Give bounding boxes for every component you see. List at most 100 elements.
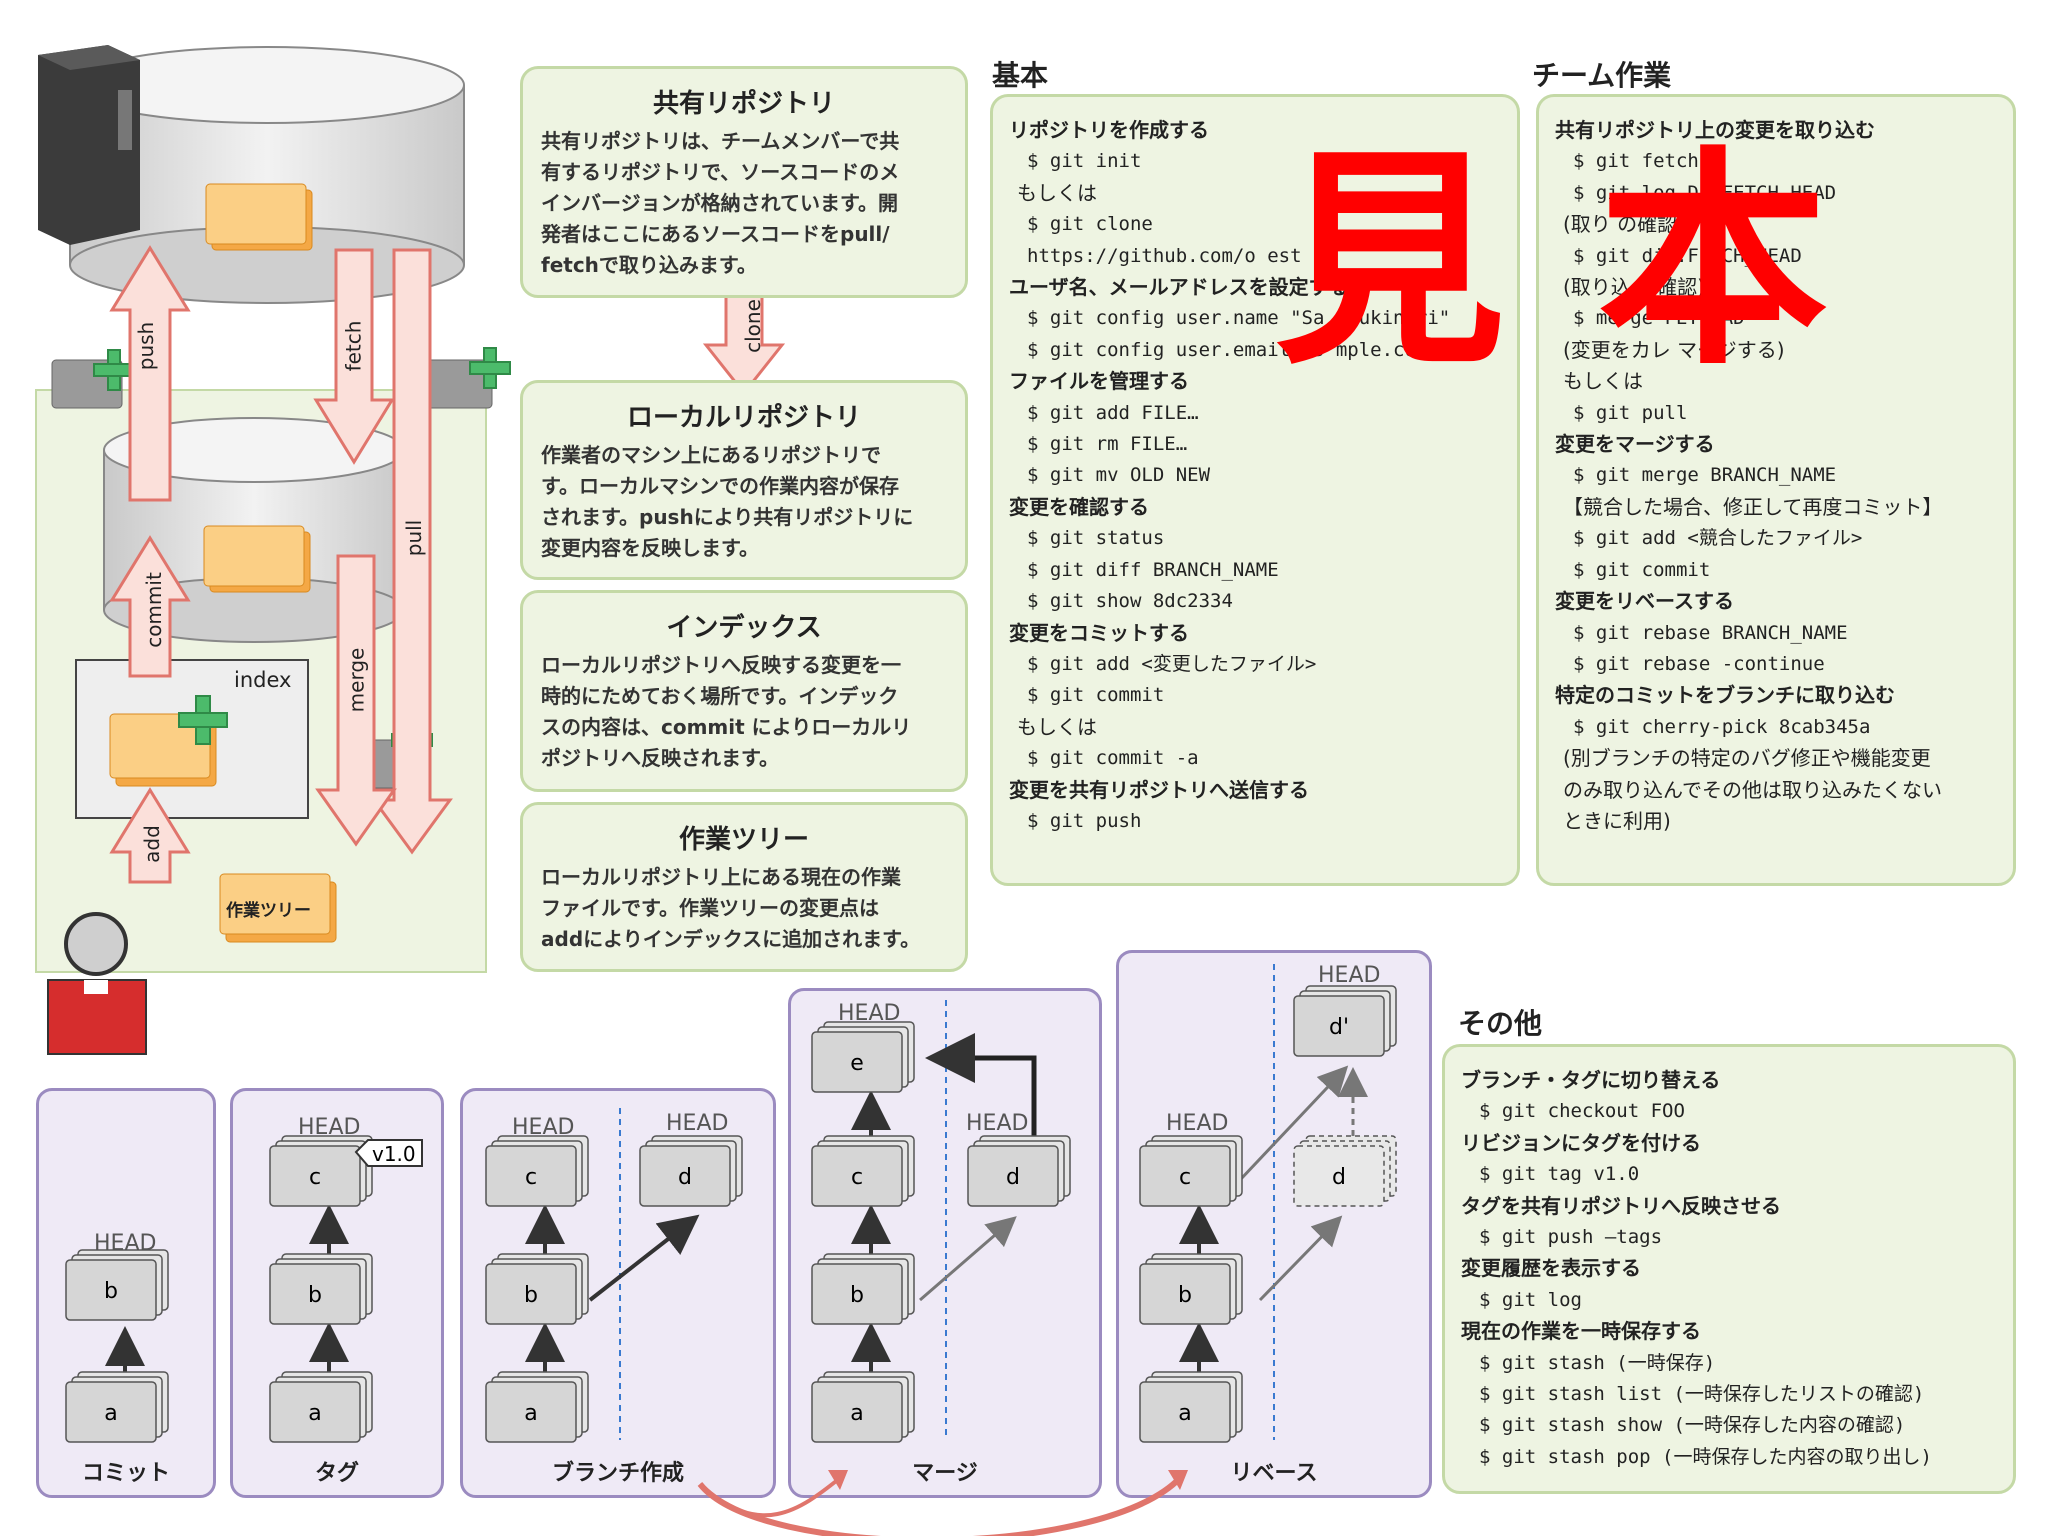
command-line: $ git stash list (一時保存したリストの確認) bbox=[1479, 1383, 1925, 1406]
command-line: $ git stash (一時保存) bbox=[1479, 1351, 1716, 1374]
commit-arrow bbox=[109, 535, 191, 678]
plus-icon bbox=[93, 349, 135, 391]
command-heading: 変更を確認する bbox=[1009, 494, 1149, 519]
command-line: $ git push —tags bbox=[1479, 1226, 1663, 1249]
command-heading: 変更を共有リポジトリへ送信する bbox=[1009, 777, 1309, 802]
command-line: $ git diff BRANCH_NAME bbox=[1027, 558, 1279, 581]
concept-title: 作業ツリー bbox=[678, 825, 809, 855]
concept-title: ローカルリポジトリ bbox=[626, 403, 861, 433]
command-line: $ git push bbox=[1027, 809, 1142, 832]
fetch-arrow bbox=[313, 248, 395, 465]
push-label: push bbox=[134, 321, 159, 371]
rebase-panel: リベース bbox=[1116, 950, 1432, 1498]
plus-icon bbox=[178, 695, 228, 745]
command-heading: 変更をマージする bbox=[1555, 432, 1715, 457]
concept-line: されます。pushにより共有リポジトリに bbox=[541, 505, 914, 529]
command-note: もしくは bbox=[1017, 180, 1097, 205]
command-line: $ git checkout FOO bbox=[1479, 1100, 1685, 1123]
commit-panel-label: コミット bbox=[81, 1461, 170, 1486]
command-line: $ git log bbox=[1479, 1288, 1582, 1311]
local-repository-box: ローカルリポジトリ 作業者のマシン上にあるリポジトリで す。ローカルマシンでの作… bbox=[520, 380, 968, 580]
push-arrow bbox=[109, 245, 191, 502]
command-heading: リビジョンにタグを付ける bbox=[1461, 1130, 1701, 1155]
command-note: (取り の確認) bbox=[1563, 212, 1685, 237]
command-line: $ git add FILE… bbox=[1027, 401, 1199, 424]
command-heading: ファイルを管理する bbox=[1009, 369, 1189, 394]
watermark-right: 本 bbox=[1598, 129, 1829, 396]
command-line: $ git show 8dc2334 bbox=[1027, 590, 1233, 613]
concept-line: 時的にためておく場所です。インデック bbox=[541, 684, 899, 708]
command-line: $ git add <競合したファイル> bbox=[1573, 527, 1863, 550]
command-note: のみ取り込んでその他は取り込みたくない bbox=[1563, 777, 1942, 802]
other-heading: その他 bbox=[1458, 1007, 1543, 1040]
commit-label: commit bbox=[141, 572, 166, 648]
command-heading: 変更をリベースする bbox=[1555, 589, 1734, 614]
git-workflow-diagram bbox=[35, 45, 511, 1055]
concept-line: fetchで取り込みます。 bbox=[541, 253, 757, 277]
folder-icon bbox=[219, 873, 337, 943]
command-line: $ git status bbox=[1027, 527, 1165, 550]
index-label: index bbox=[234, 668, 292, 692]
server-icon bbox=[38, 45, 140, 245]
command-line: $ git cherry-pick 8cab345a bbox=[1573, 715, 1871, 738]
command-heading: 変更履歴を表示する bbox=[1461, 1256, 1641, 1281]
team-commands-panel: 共有リポジトリ上の変更を取り込む $ git fetch $ git log D..… bbox=[1536, 94, 2016, 886]
concept-line: 変更内容を反映します。 bbox=[541, 536, 759, 560]
command-heading: ブランチ・タグに切り替える bbox=[1461, 1068, 1721, 1092]
command-heading: 特定のコミットをブランチに取り込む bbox=[1555, 683, 1895, 708]
index-box-text: インデックス ローカルリポジトリへ反映する変更を一 時的にためておく場所です。イ… bbox=[520, 590, 968, 792]
command-heading: 共有リポジトリ上の変更を取り込む bbox=[1555, 118, 1875, 142]
command-line: $ git di .FETCH_HEAD bbox=[1573, 244, 1802, 267]
branch-panel-label: ブランチ作成 bbox=[551, 1461, 684, 1486]
command-line: $ git mv OLD NEW bbox=[1027, 464, 1211, 487]
command-line: $ git clone bbox=[1027, 213, 1153, 236]
command-line: $ git stash pop (一時保存した内容の取り出し) bbox=[1479, 1445, 1932, 1468]
command-heading: タグを共有リポジトリへ反映させる bbox=[1461, 1193, 1781, 1218]
plus-icon bbox=[469, 347, 511, 389]
command-heading: 変更をコミットする bbox=[1009, 620, 1189, 645]
command-line: $ git rebase BRANCH_NAME bbox=[1573, 621, 1848, 644]
pull-arrow bbox=[371, 248, 453, 855]
branch-panel: ブランチ作成 bbox=[460, 1088, 776, 1498]
worktree-label: 作業ツリー bbox=[226, 901, 311, 921]
command-line: $ git add <変更したファイル> bbox=[1027, 652, 1317, 675]
concept-line: 有するリポジトリで、ソースコードのメ bbox=[541, 160, 900, 184]
merge-panel-label: マージ bbox=[912, 1461, 978, 1486]
command-note: (別ブランチの特定のバグ修正や機能変更 bbox=[1563, 746, 1931, 771]
clone-label: clone bbox=[740, 299, 765, 353]
command-line: $ git rebase -continue bbox=[1573, 652, 1825, 675]
command-note: 【競合した場合、修正して再度コミット】 bbox=[1563, 494, 1943, 519]
basic-heading: 基本 bbox=[992, 59, 1049, 92]
pull-label: pull bbox=[402, 519, 427, 557]
command-line: $ git tag v1.0 bbox=[1479, 1163, 1640, 1186]
command-note: (変更をカレ マージする) bbox=[1563, 337, 1785, 362]
command-line: $ git fetch bbox=[1573, 150, 1699, 173]
command-line: $ git config user.email "s mple.com" bbox=[1027, 338, 1439, 361]
concept-title: 共有リポジトリ bbox=[652, 89, 835, 119]
command-line: $ git pull bbox=[1573, 401, 1688, 424]
command-note: もしくは bbox=[1017, 714, 1097, 739]
command-line: $ git rm FILE… bbox=[1027, 433, 1188, 456]
concept-line: ファイルです。作業ツリーの変更点は bbox=[541, 896, 879, 920]
command-line: $ git merge BRANCH_NAME bbox=[1573, 464, 1837, 487]
fetch-label: fetch bbox=[341, 320, 366, 372]
command-heading: ユーザ名、メールアドレスを設定する bbox=[1009, 275, 1349, 300]
concept-line: スの内容は、commit によりローカルリ bbox=[541, 715, 912, 739]
concept-line: ローカルリポジトリへ反映する変更を一 bbox=[541, 653, 901, 677]
concept-line: す。ローカルマシンでの作業内容が保存 bbox=[541, 474, 899, 498]
concept-line: ポジトリへ反映されます。 bbox=[541, 746, 779, 770]
command-line: $ git config user.name "Sa a ukinori" bbox=[1027, 307, 1451, 330]
tag-panel: タグ bbox=[230, 1088, 444, 1498]
other-commands-panel: ブランチ・タグに切り替える $ git checkout FOO リビジョンにタグを… bbox=[1442, 1044, 2016, 1494]
add-arrow bbox=[109, 787, 191, 884]
merge-panel: マージ bbox=[788, 988, 1102, 1498]
concept-line: 発者はここにあるソースコードをpull/ bbox=[541, 222, 890, 246]
command-line: $ git log D..FETCH_HEAD bbox=[1573, 181, 1837, 204]
command-note: ときに利用) bbox=[1563, 808, 1671, 833]
folder-icon bbox=[205, 183, 313, 251]
command-heading: 現在の作業を一時保存する bbox=[1461, 1319, 1701, 1344]
command-heading: リポジトリを作成する bbox=[1009, 118, 1209, 142]
person-icon bbox=[47, 912, 147, 1055]
worktree-box: 作業ツリー ローカルリポジトリ上にある現在の作業 ファイルです。作業ツリーの変更… bbox=[520, 802, 968, 972]
